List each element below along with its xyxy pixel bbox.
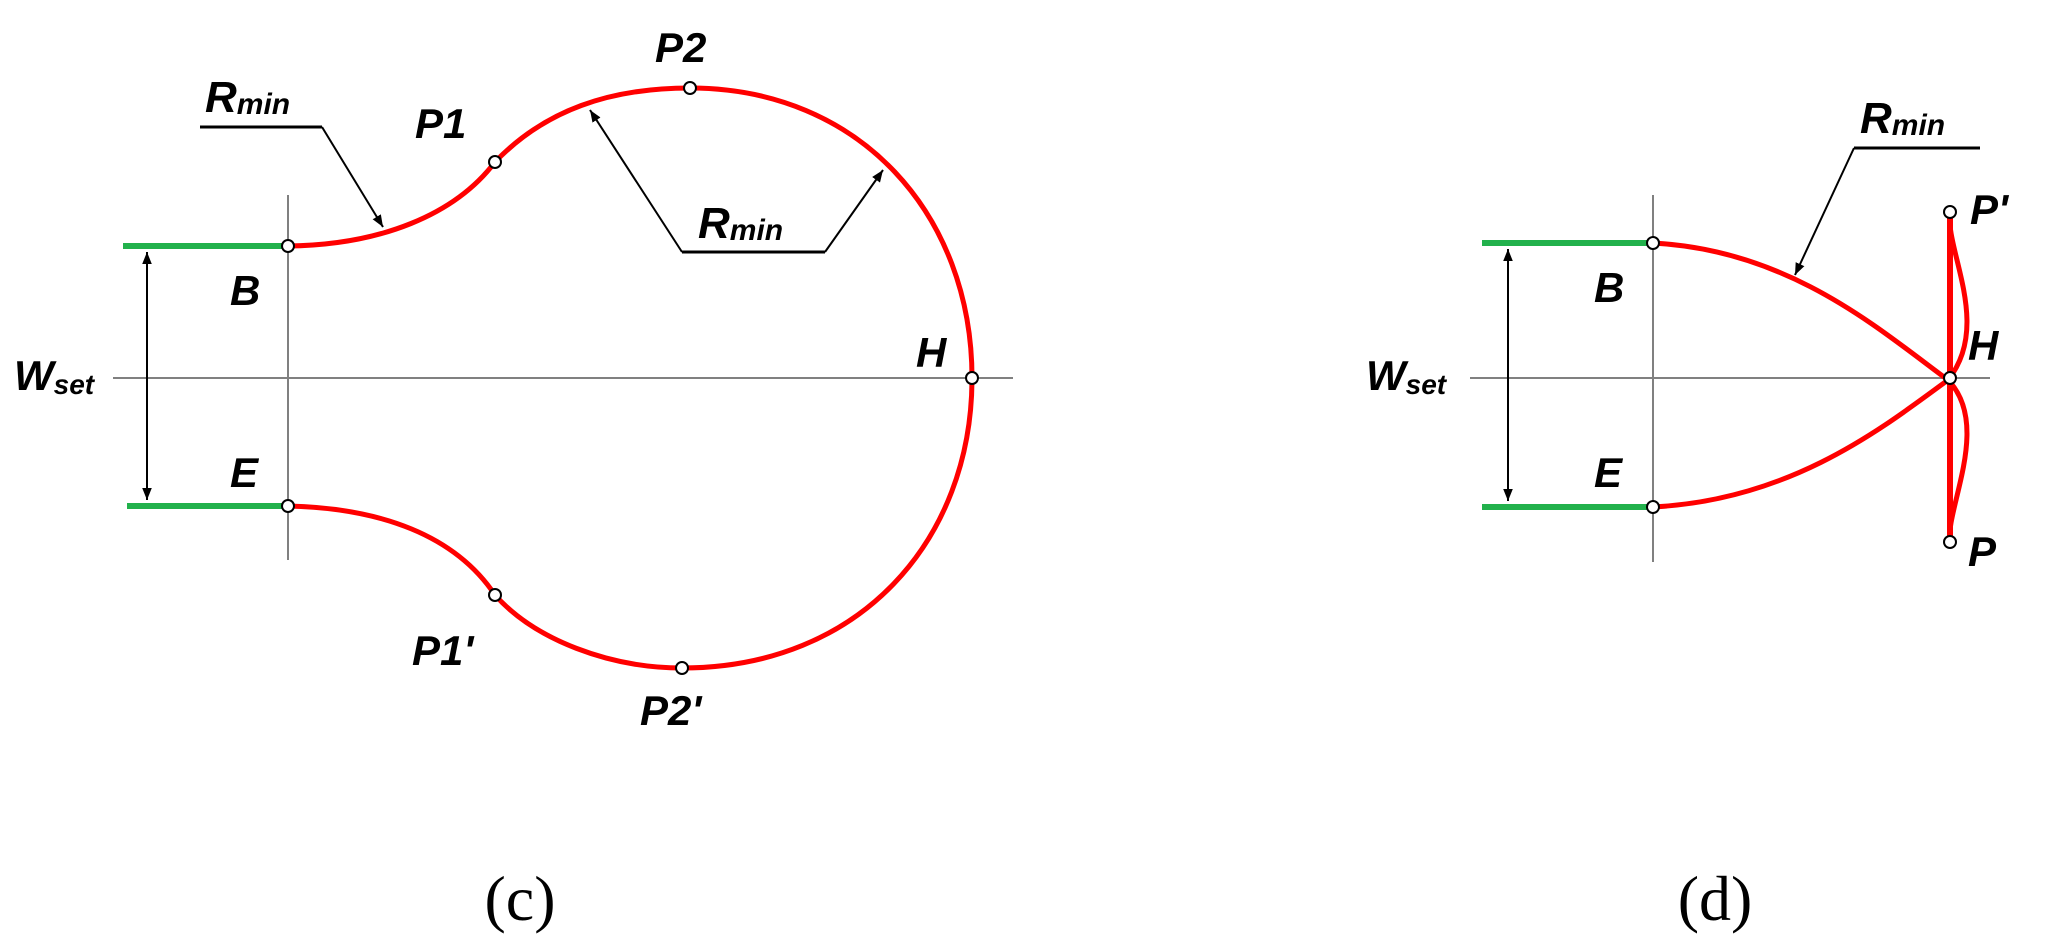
c-label-rmin1: Rmin bbox=[205, 73, 290, 122]
c-label-p2p: P2' bbox=[640, 687, 703, 734]
c-point-p1 bbox=[488, 155, 502, 169]
d-caption: (d) bbox=[1678, 863, 1753, 934]
c-label-h: H bbox=[916, 329, 948, 376]
c-point-p2p bbox=[675, 661, 689, 675]
d-label-pp: P' bbox=[1970, 186, 2010, 233]
c-label-p1: P1 bbox=[415, 100, 466, 147]
d-label-wset: Wset bbox=[1366, 352, 1448, 400]
c-label-e: E bbox=[230, 449, 260, 496]
c-point-p2 bbox=[683, 81, 697, 95]
d-turn-path-upper bbox=[1652, 240, 1970, 543]
diagram-d: Wset B E H P' P Rmin (d) bbox=[1366, 94, 2010, 934]
d-turn-path-lower bbox=[1652, 211, 1970, 510]
c-rmin1-leader bbox=[321, 126, 384, 228]
c-point-p1p bbox=[488, 588, 502, 602]
d-point-h bbox=[1943, 371, 1957, 385]
c-point-b bbox=[281, 239, 295, 253]
c-rmin2-leader-left bbox=[589, 109, 683, 253]
d-point-b bbox=[1646, 236, 1660, 250]
d-point-p bbox=[1943, 535, 1957, 549]
c-label-p2: P2 bbox=[655, 24, 706, 71]
c-label-p1p: P1' bbox=[412, 627, 475, 674]
c-label-wset: Wset bbox=[14, 352, 96, 400]
c-point-e bbox=[281, 499, 295, 513]
c-label-b: B bbox=[230, 267, 260, 314]
d-point-e bbox=[1646, 500, 1660, 514]
d-point-pp bbox=[1943, 205, 1957, 219]
d-rmin-leader bbox=[1794, 147, 1855, 276]
diagram-c: Wset B E H P1 P2 P1' P2' Rmin Rmin (c) bbox=[14, 24, 1013, 934]
c-rmin2-leader-right bbox=[824, 169, 884, 253]
d-label-p: P bbox=[1968, 528, 1997, 575]
c-point-h bbox=[965, 371, 979, 385]
d-label-b: B bbox=[1594, 264, 1624, 311]
d-label-h: H bbox=[1968, 322, 2000, 369]
c-label-rmin2: Rmin bbox=[698, 199, 783, 248]
c-caption: (c) bbox=[484, 863, 555, 934]
d-label-rmin: Rmin bbox=[1860, 94, 1945, 143]
d-label-e: E bbox=[1594, 449, 1624, 496]
